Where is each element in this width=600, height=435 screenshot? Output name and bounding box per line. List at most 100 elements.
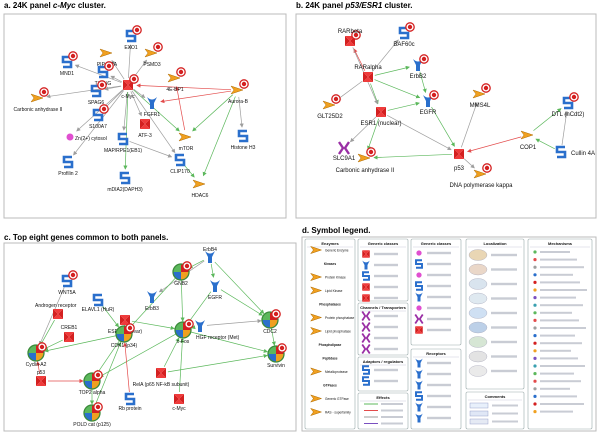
panel-c-label-cyclin-a2: Cyclin A2 xyxy=(26,362,47,368)
panel-b-edge-14 xyxy=(467,136,522,153)
panel-b-edge-16 xyxy=(535,138,555,150)
legend-enzymes-box-header: Enzymes xyxy=(321,241,339,246)
legend-comment-swatch xyxy=(469,418,489,425)
panel-a-node-map-rpe1-eb1: MAP/RPE1(EB1) xyxy=(104,132,142,154)
panel-b-label-egfr: EGFR xyxy=(420,110,437,116)
legend-enzyme-metalloprotease: Metalloprotease xyxy=(325,370,348,374)
legend-mechanism-dot xyxy=(533,372,537,376)
legend-row-text-placeholder xyxy=(492,420,518,423)
panel-b-node-rarbeta: RARbeta xyxy=(338,29,363,46)
panel-a-label-map-rpe1-eb1: MAP/RPE1(EB1) xyxy=(104,148,142,154)
legend-row-text-placeholder xyxy=(540,395,577,398)
panel-a-node-histone-h3: Histone H3 xyxy=(231,129,256,151)
panel-c-edge-15 xyxy=(206,318,262,326)
legend-generic-box-header: Generic classes xyxy=(421,241,452,246)
legend-row-text-placeholder xyxy=(427,306,451,310)
panel-a-edge-22 xyxy=(129,141,173,158)
legend-mechanism-dot xyxy=(533,364,537,368)
legend-row-text-placeholder xyxy=(540,410,573,413)
panel-c-edge-22 xyxy=(163,337,180,367)
legend-row-text-placeholder xyxy=(427,273,451,277)
panel-b-label-slc9a1: SLC9A1 xyxy=(333,156,356,162)
panel-c-node-androgen-receptor: Androgen receptor xyxy=(35,303,77,319)
panel-c-node-hgf-receptor-met: HGF receptor (Met) xyxy=(195,320,240,341)
panel-b-edge-15 xyxy=(533,108,562,131)
panel-b-node-mms4l: MMS4L xyxy=(470,83,491,109)
panel-c-edge-13 xyxy=(43,339,63,350)
panel-b-edge-4 xyxy=(374,79,421,99)
panel-c-node-creb1: CREB1 xyxy=(61,325,78,342)
legend-row-text-placeholder xyxy=(540,319,579,322)
panel-c-edge-28 xyxy=(270,326,276,346)
legend-row-text-placeholder xyxy=(374,252,398,256)
legend-row-text-placeholder xyxy=(374,368,398,372)
panel-a-edge-0 xyxy=(128,44,133,79)
panel-a-edge-6 xyxy=(103,89,124,110)
panel-b-title-gene: p53/ESR1 xyxy=(345,1,383,10)
panel-b-node-erbb2: ErbB2 xyxy=(410,54,429,80)
legend-enzyme-ras-superfamily: RAS - superfamily xyxy=(325,411,351,415)
panel-b-edge-8 xyxy=(349,116,377,143)
legend-row-text-placeholder xyxy=(540,334,575,337)
panel-b-node-cullin-4a: Cullin 4A xyxy=(555,145,595,159)
legend-row-text-placeholder xyxy=(540,342,582,345)
panel-a-node-mtor: mTOR xyxy=(178,132,194,152)
legend-enzyme-lipid-phosphatase: Lipid phosphatase xyxy=(325,330,351,334)
legend-enzyme-protein-kinase: Protein Kinase xyxy=(325,276,346,280)
legend-localization-swatch xyxy=(468,336,488,348)
panel-b-node-esr1-nuclear: ESR1 (nuclear) xyxy=(360,107,402,127)
panel-a-node-mnd1: MND1 xyxy=(60,51,78,77)
legend-receptors-box: Receptors xyxy=(410,348,462,430)
panel-a-edge-12 xyxy=(192,94,234,132)
panel-a-edge-3 xyxy=(74,64,122,83)
legend-row-text-placeholder xyxy=(540,380,581,383)
legend-comments-box: Comments xyxy=(465,391,525,430)
panel-a-label-clip170: CLIP170 xyxy=(170,169,190,175)
panel-b-node-p53: p53 xyxy=(454,149,465,172)
panel-a-node-fgfr1: FGFR1 xyxy=(144,97,160,118)
panel-c-node-c-fos: c-Fos xyxy=(174,319,194,345)
legend-mechanism-dot xyxy=(533,318,537,322)
legend-row-text-placeholder xyxy=(491,369,517,373)
panel-a-node-zn-2-cytosol: Zn(2+) cytosol xyxy=(66,133,107,142)
panel-c-label-hgf-receptor-met: HGF receptor (Met) xyxy=(196,335,240,341)
legend-mechanism-dot xyxy=(533,394,537,398)
legend-localization-swatch xyxy=(468,292,488,305)
panel-a-label-psmd3: PSMD3 xyxy=(143,62,160,68)
panel-b-edge-17 xyxy=(561,111,569,146)
legend-localization-swatch xyxy=(468,321,488,334)
legend-row-text-placeholder xyxy=(427,262,451,266)
legend-row-text-placeholder xyxy=(374,314,398,318)
legend-adaptors-box: Adaptors / regulators xyxy=(357,356,409,392)
legend-enzyme-protein-phosphatase: Protein phosphatase xyxy=(325,316,354,320)
panel-b-node-raralpha: RARalpha xyxy=(354,65,382,82)
panel-c-node-p53: p53 xyxy=(36,370,46,386)
panel-a-label-s100a7: S100A7 xyxy=(89,124,107,130)
panel-c-node-rela-p65-nf-kb-subunit: RelA (p65 NF-kB subunit) xyxy=(133,368,190,388)
panel-c-node-wnt5a: WNT5A xyxy=(58,270,78,296)
legend-row-text-placeholder xyxy=(374,325,398,329)
legend-row-text-placeholder xyxy=(491,282,517,286)
legend-localization-box: Localization xyxy=(465,238,525,390)
panel-b-label-mms4l: MMS4L xyxy=(470,103,491,109)
panel-c-title: c. Top eight genes common to both panels… xyxy=(4,233,168,242)
panel-c-label-gnb2: GNB2 xyxy=(174,281,188,287)
legend-row-text-placeholder xyxy=(427,383,451,387)
legend-row-text-placeholder xyxy=(381,403,403,405)
legend-row-text-placeholder xyxy=(374,285,398,289)
legend-mechanism-dot xyxy=(533,273,537,277)
panel-c-node-cdc2: CDC2 xyxy=(261,309,281,335)
legend-comment-swatch xyxy=(469,410,489,417)
panel-b-label-carbonic-anhydrase-ii: Carbonic anhydrase II xyxy=(336,168,395,174)
legend-mechanism-dot xyxy=(533,265,537,269)
panel-a-label-mtor: mTOR xyxy=(179,146,194,152)
panel-c-edge-20 xyxy=(36,361,41,375)
legend-row-text-placeholder xyxy=(540,296,576,299)
panel-b-label-cop1: COP1 xyxy=(520,145,537,151)
panel-c-label-rb-protein: Rb protein xyxy=(118,406,141,412)
panel-c-label-cdc2: CDC2 xyxy=(263,329,277,335)
panel-b-node-glt25d2: GLT25D2 xyxy=(317,94,343,120)
panel-a-node-psmd3: PSMD3 xyxy=(143,42,163,68)
panel-c-node-erbb3: ErbB3 xyxy=(145,291,159,312)
